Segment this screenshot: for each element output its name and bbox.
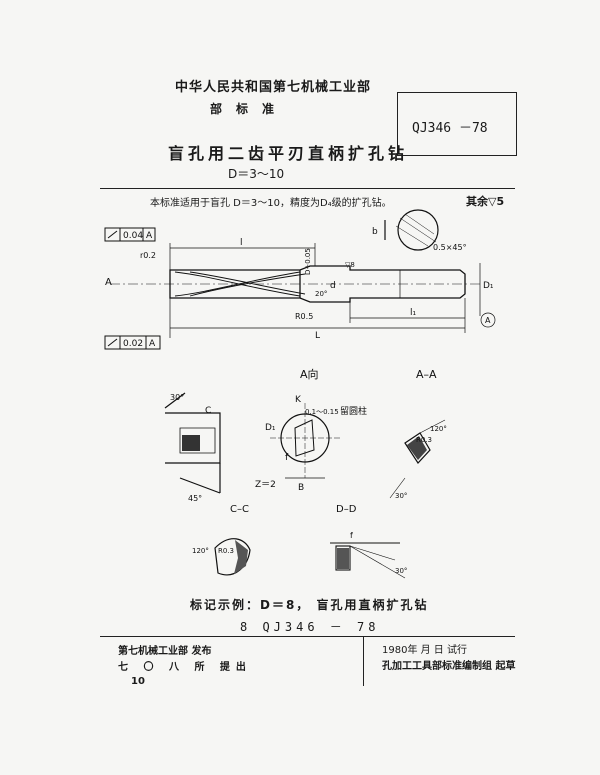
engineering-drawing: 0.04 A 0.02 A l L l₁ d D₁ A D+0.05 r0.2 — [104, 209, 496, 579]
dim-L-label: L — [315, 331, 320, 341]
standard-number: QJ346 －78 — [412, 121, 488, 136]
label-r03-aa: R0.3 — [416, 436, 432, 444]
footer-divider — [363, 636, 364, 686]
view-cc-drawing — [214, 538, 251, 576]
radius-r02-label: r0.2 — [140, 251, 156, 260]
section-a-label: A — [105, 277, 112, 288]
surface-8-label: ▽8 — [345, 261, 355, 269]
bottom-frame-line — [100, 636, 515, 637]
angle-45-label: 45° — [188, 494, 202, 503]
label-b: B — [298, 483, 304, 493]
dim-d1-label: D₁ — [483, 281, 494, 291]
tol-frame-1-datum: A — [146, 231, 153, 241]
footer-trial-date: 1980年 月 日 试行 — [382, 645, 467, 656]
label-k: K — [295, 395, 302, 405]
chamfer-label: 0.5×45° — [433, 243, 467, 252]
label-f-dd: f — [350, 531, 353, 540]
drill-body — [169, 265, 466, 303]
label-z: Z＝2 — [255, 480, 276, 490]
label-d1-view: D₁ — [265, 423, 276, 433]
document-title: 盲孔用二齿平刃直柄扩孔钻 — [168, 144, 409, 163]
footer-proposer: 七 〇 八 所 提出 — [118, 662, 252, 673]
tolerance-frame-2 — [104, 335, 161, 350]
key-b-label: b — [372, 227, 378, 237]
angle-30-dd: 30° — [395, 567, 407, 575]
angle-30-aa: 30° — [395, 492, 407, 500]
angle-30-label: 30° — [170, 393, 184, 402]
view-a-drawing — [270, 403, 340, 479]
dim-l-label: l — [240, 238, 243, 248]
tip-detail-view — [164, 392, 221, 494]
dim-l1-label: l₁ — [410, 308, 417, 318]
view-dd-title: D–D — [336, 504, 357, 515]
label-f: f — [285, 453, 289, 463]
footer-issuer: 第七机械工业部 发布 — [118, 646, 212, 657]
view-a-title: A向 — [300, 367, 319, 381]
marking-example-line2: 8 QJ346 － 78 — [240, 620, 380, 634]
marking-example-line1: 标记示例：D＝8， 盲孔用直柄扩孔钻 — [190, 598, 429, 612]
scope-statement: 本标准适用于盲孔 D＝3～10，精度为D₄级的扩孔钻。 — [150, 198, 392, 209]
label-tol-015: 0.1～0.15 — [305, 408, 339, 416]
view-aa-title: A–A — [416, 368, 437, 381]
page-number: 10 — [131, 676, 145, 687]
tolerance-frame-1 — [104, 227, 156, 242]
top-frame-line — [100, 188, 515, 189]
footer-drafter: 孔加工工具部标准编制组 起草 — [382, 661, 516, 672]
view-dd-drawing — [330, 542, 406, 579]
dim-d-tolerance: D+0.05 — [304, 248, 312, 275]
dim-d-label: d — [330, 281, 336, 291]
radius-r05-label: R0.5 — [295, 312, 313, 321]
surface-finish-note: 其余▽5 — [466, 195, 505, 208]
angle-120-aa: 120° — [430, 425, 447, 433]
angle-20-label: 20° — [315, 290, 327, 298]
standard-number-box — [397, 92, 517, 156]
datum-a-circle-label: A — [485, 316, 491, 325]
diameter-range: D＝3～10 — [228, 167, 285, 181]
ministry-name: 中华人民共和国第七机械工业部 — [175, 80, 372, 95]
view-cc-title: C–C — [230, 504, 249, 515]
shank-cross-section — [384, 209, 439, 251]
view-aa-drawing — [389, 419, 446, 499]
tol-frame-2-datum: A — [149, 339, 156, 349]
label-leading: 留圆柱 — [340, 405, 367, 417]
standard-type: 部标准 — [210, 102, 289, 116]
label-r03-cc: R0.3 — [218, 547, 234, 555]
tol-frame-1-value: 0.04 — [123, 231, 143, 241]
tol-frame-2-value: 0.02 — [123, 339, 143, 349]
angle-120-cc: 120° — [192, 547, 209, 555]
label-c: C — [205, 406, 211, 416]
